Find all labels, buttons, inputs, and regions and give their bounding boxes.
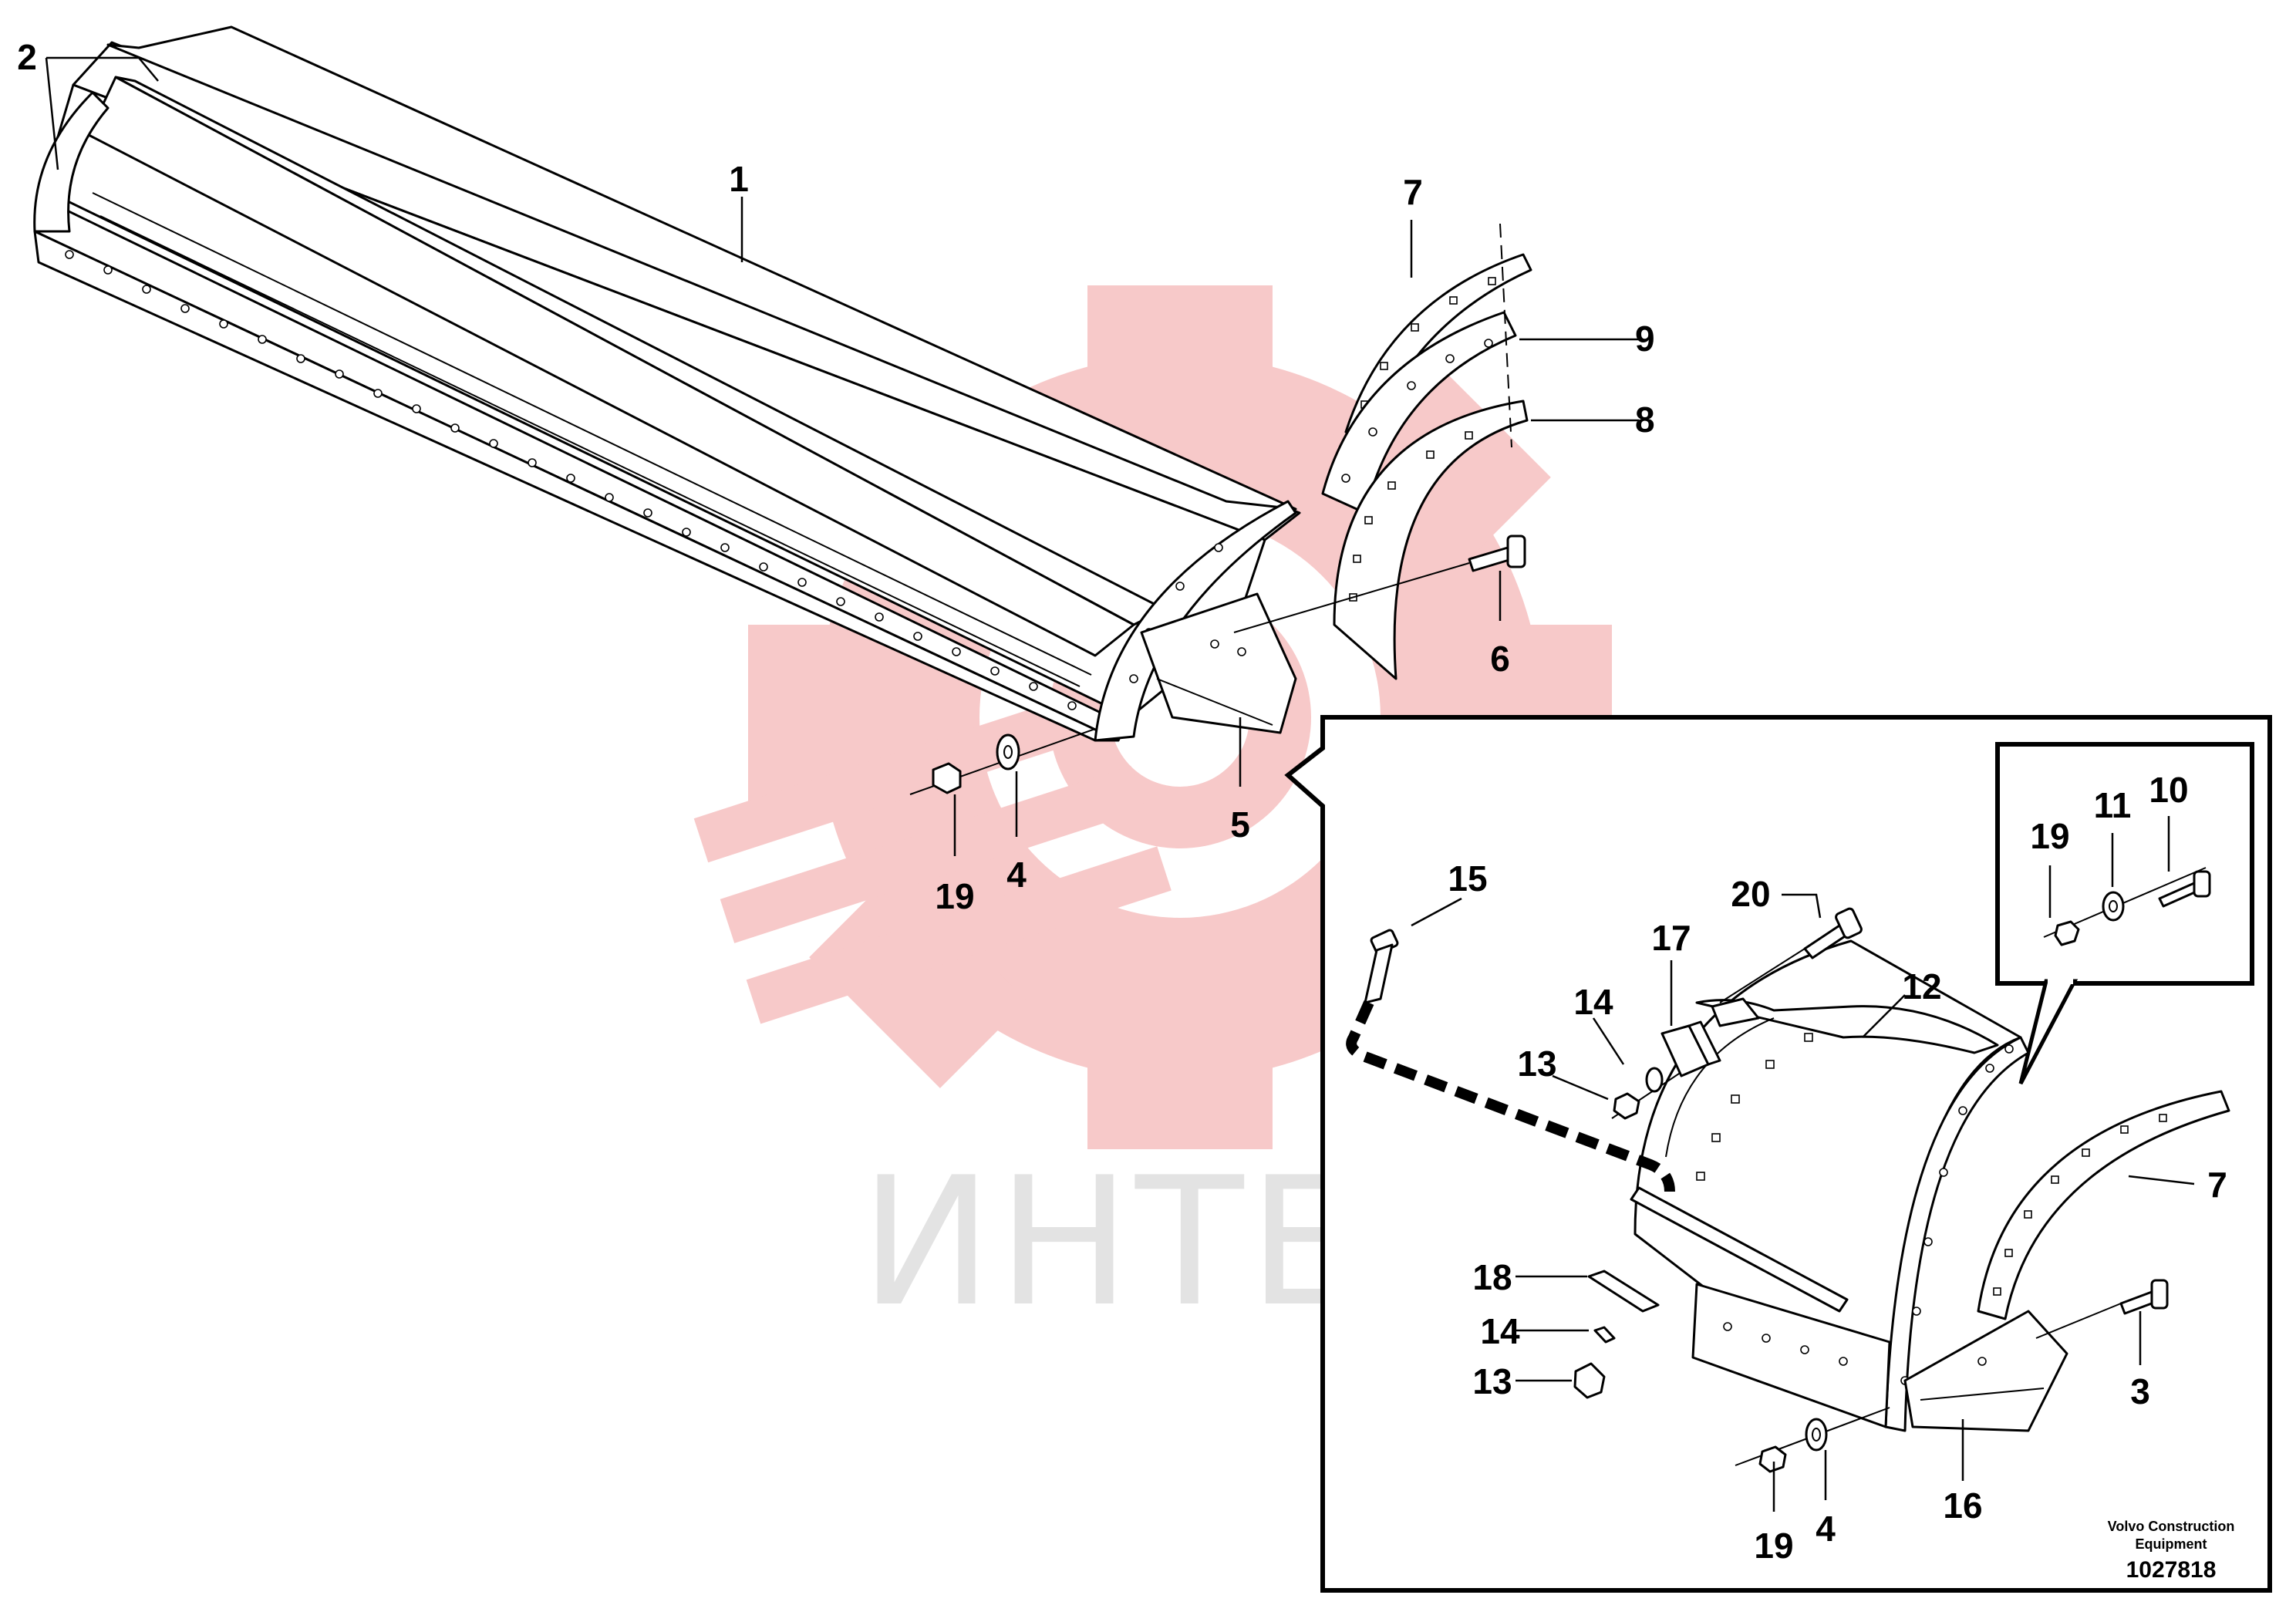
callout-3: 3 — [2130, 1371, 2150, 1411]
callout-7-detail: 7 — [2207, 1165, 2227, 1205]
detail-bolt-20 — [1719, 907, 1863, 1003]
callout-labels: 2 1 7 9 8 6 5 4 19 15 20 17 12 14 13 7 1… — [17, 37, 2227, 1566]
bolt-6 — [1233, 534, 1526, 633]
cutting-edge-5 — [1140, 592, 1297, 734]
callout-2: 2 — [17, 37, 37, 77]
callout-8: 8 — [1635, 400, 1655, 440]
callout-10: 10 — [2149, 770, 2188, 810]
inset-bolt-assembly — [2043, 867, 2211, 946]
footer-brand: Volvo Construction Equipment 1027818 — [2108, 1519, 2235, 1583]
inset-frame — [1995, 742, 2254, 1085]
detail-cutting-edge-16 — [1903, 1310, 2068, 1432]
detail-rod — [1630, 1186, 1849, 1313]
detail-nut-washer-bottom — [1735, 1407, 1890, 1473]
callout-6: 6 — [1490, 639, 1510, 679]
callout-20: 20 — [1731, 874, 1770, 914]
brand-line-2: Equipment — [2136, 1536, 2207, 1552]
detail-lower-plate — [1691, 1283, 1891, 1428]
detail-nut-13 — [1573, 1362, 1606, 1399]
detail-end-bit-7 — [1977, 1090, 2230, 1320]
brand-line-1: Volvo Construction — [2108, 1519, 2235, 1534]
callout-4-detail: 4 — [1816, 1509, 1836, 1549]
callout-7: 7 — [1403, 172, 1423, 212]
shim-plate-9 — [1321, 311, 1517, 514]
callout-15: 15 — [1448, 858, 1487, 899]
nut-washer-top — [909, 728, 1096, 795]
callout-14-lower: 14 — [1480, 1311, 1520, 1351]
callout-13-lower: 13 — [1472, 1361, 1512, 1401]
callout-9: 9 — [1635, 319, 1655, 359]
callout-13-upper: 13 — [1517, 1044, 1556, 1084]
callout-18: 18 — [1472, 1257, 1512, 1297]
moldboard-blade — [33, 25, 1301, 742]
end-bit-8 — [1333, 400, 1529, 680]
callout-16: 16 — [1943, 1485, 1982, 1526]
detail-shim-18 — [1587, 1270, 1660, 1313]
document-number: 1027818 — [2126, 1557, 2217, 1583]
callout-19-detail: 19 — [1754, 1526, 1793, 1566]
callout-17: 17 — [1651, 918, 1691, 958]
callout-5: 5 — [1230, 804, 1250, 845]
detail-bolt-15 — [1346, 929, 1675, 1192]
callout-1: 1 — [729, 159, 749, 199]
blade-bolt-holes — [65, 250, 1223, 710]
callout-11: 11 — [2094, 785, 2132, 825]
callout-19-inset: 19 — [2030, 816, 2069, 856]
callout-19: 19 — [935, 876, 974, 916]
callout-12: 12 — [1902, 966, 1941, 1007]
detail-washer-14 — [1593, 1326, 1616, 1344]
detail-block-17 — [1611, 1020, 1721, 1120]
callout-4: 4 — [1006, 855, 1027, 895]
detail-bolt-3 — [2035, 1279, 2169, 1339]
callout-14-upper: 14 — [1573, 982, 1613, 1022]
